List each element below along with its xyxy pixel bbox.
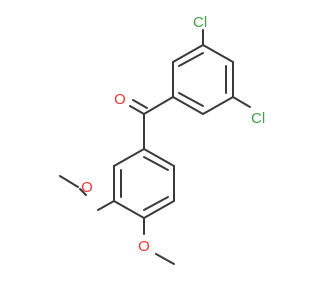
atom-label-cl-right: Cl [251,110,265,127]
atom-label-o-meta: O [81,179,93,196]
bond-ring2-c-inner [143,196,169,211]
bond-ring2-f [113,148,145,167]
atom-labels: Cl Cl O O O [81,14,265,255]
bond-ring2-d [113,200,145,219]
atom-label-o-carbonyl: O [114,91,126,108]
bonds [59,29,251,265]
bond-ring1-d [172,96,204,115]
bond-ring2-a [143,148,175,167]
bond-c-o-meta [97,200,115,211]
bond-ring1-f [172,44,204,63]
bond-carbonyl-o-1 [129,105,145,115]
bond-ring2-a-inner [143,156,169,171]
bond-o-ch3-meta [59,175,79,188]
bond-ring2-c [143,200,175,219]
molecule-structure: Cl Cl O O O [59,14,265,265]
atom-label-cl-top: Cl [193,14,207,31]
bond-carbonyl-o-2 [132,99,148,109]
bond-ring1-a [202,44,234,63]
bond-o-meta-link [79,188,87,196]
bond-ring1-d-inner [178,92,204,107]
bond-ring1-f-inner [178,52,204,67]
bond-c-cl-right [232,96,251,108]
bond-o-ch3-para [155,253,175,265]
bond-ring1-c [202,96,234,115]
atom-label-o-para: O [138,238,150,255]
bond-ring1-carbonyl [143,96,174,115]
